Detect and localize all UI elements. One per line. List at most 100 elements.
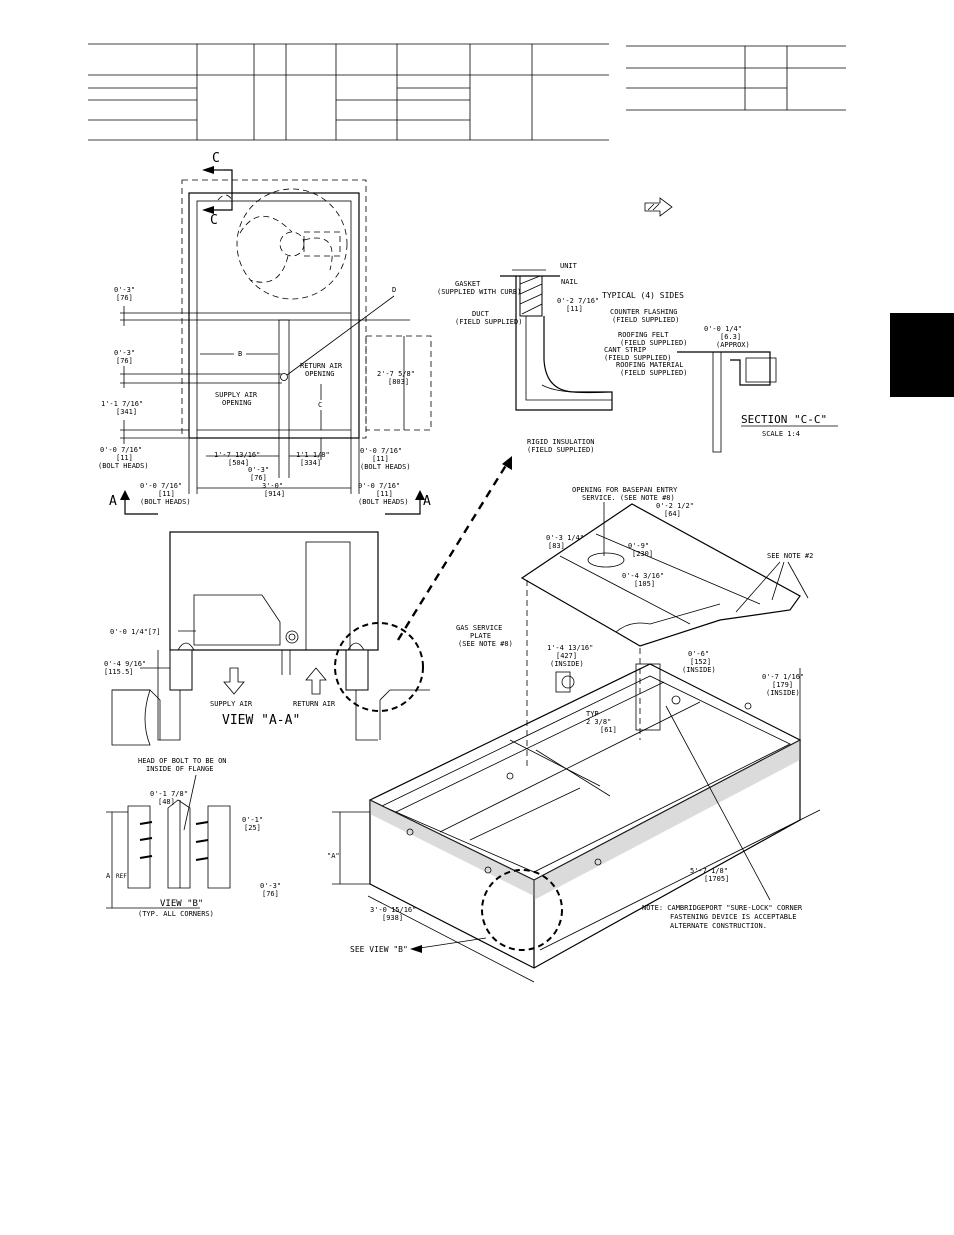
dim-0-3-b: 0'-3": [114, 349, 135, 357]
dim-179: [179]: [772, 681, 793, 689]
dim-0-4-3-16: 0'-4 3/16": [622, 572, 664, 580]
dim-3-0: 3'-0": [262, 482, 283, 490]
approx-label: (APPROX): [716, 341, 750, 349]
dim-0-0-1-4-b: 0'-0 1/4": [704, 325, 742, 333]
dim-115-5: [115.5]: [104, 668, 134, 676]
section-c-label-top: C: [212, 151, 220, 166]
dim-76-d: [76]: [262, 890, 279, 898]
counter-flashing-label-1: COUNTER FLASHING: [610, 308, 677, 316]
section-cc-detail: 0'-0 1/4" [6.3] (APPROX) SECTION "C-C" S…: [644, 197, 838, 453]
opening-basepan-1: OPENING FOR BASEPAN ENTRY: [572, 486, 678, 494]
dim-0-4-9-16: 0'-4 9/16": [104, 660, 146, 668]
dim-0-7-1-16: 0'-7 1/16": [762, 673, 804, 681]
dim-914: [914]: [264, 490, 285, 498]
bolt-heads-right-2: (BOLT HEADS): [358, 498, 409, 506]
roofing-felt-label-1: ROOFING FELT: [618, 331, 669, 339]
opening-basepan-2: SERVICE. (SEE NOTE #8): [582, 494, 675, 502]
see-note-2: SEE NOTE #2: [767, 552, 813, 560]
dim-0-0-1-4-7: 0'-0 1/4"[7]: [110, 628, 161, 636]
dim-5-7-1-8: 5'-7 1/8": [690, 867, 728, 875]
dim-76-b: [76]: [116, 357, 133, 365]
dim-83: [83]: [548, 542, 565, 550]
dim-1-7-13-16: 1'-7 13/16": [214, 451, 260, 459]
dim-334: [334]: [300, 459, 321, 467]
dim-11-a: [11]: [116, 454, 133, 462]
cant-strip-label-2: (FIELD SUPPLIED): [604, 354, 671, 362]
rigid-insulation-label-1: RIGID INSULATION: [527, 438, 594, 446]
supply-air-opening-line1: SUPPLY AIR: [215, 391, 258, 399]
inside-label-3: (INSIDE): [766, 689, 800, 697]
see-view-b-label: SEE VIEW "B": [350, 945, 408, 954]
return-air-opening-line1: RETURN AIR: [300, 362, 343, 370]
dim-1705: [1705]: [704, 875, 729, 883]
section-cc-scale: SCALE 1:4: [762, 430, 800, 438]
dim-938: [938]: [382, 914, 403, 922]
cant-strip-label-1: CANT STRIP: [604, 346, 646, 354]
dim-0-0-7-16-b: 0'-0 7/16": [360, 447, 402, 455]
dim-25: [25]: [244, 824, 261, 832]
dim-6-3: [6.3]: [720, 333, 741, 341]
curb-nail-label: NAIL: [561, 278, 578, 286]
dim-427: [427]: [556, 652, 577, 660]
inside-label-1: (INSIDE): [550, 660, 584, 668]
curb-unit-label: UNIT: [560, 262, 578, 270]
head-of-bolt-line1: HEAD OF BOLT TO BE ON: [138, 757, 227, 765]
rigid-insulation-label-2: (FIELD SUPPLIED): [527, 446, 594, 454]
curb-detail: UNIT NAIL GASKET (SUPPLIED WITH CURB) TY…: [437, 262, 687, 454]
bolt-heads-left-1: (BOLT HEADS): [98, 462, 149, 470]
gas-service-3: (SEE NOTE #8): [458, 640, 513, 648]
dim-11-b: [11]: [372, 455, 389, 463]
dim-0-3-c: 0'-3": [248, 466, 269, 474]
note-line1: NOTE: CAMBRIDGEPORT "SURE-LOCK" CORNER: [642, 904, 803, 912]
dim-230: [230]: [632, 550, 653, 558]
roofing-material-label-1: ROOFING MATERIAL: [616, 361, 683, 369]
label-d: D: [392, 286, 396, 294]
dim-1-1-7-16: 1'-1 7/16": [101, 400, 143, 408]
duct-label-2: (FIELD SUPPLIED): [455, 318, 522, 326]
dim-0-0-7-16-c: 0'-0 7/16": [140, 482, 182, 490]
gasket-label-1: GASKET: [455, 280, 481, 288]
section-tab: [890, 313, 954, 397]
typical-sides-label: TYPICAL (4) SIDES: [602, 291, 684, 300]
supply-air-label: SUPPLY AIR: [210, 700, 253, 708]
dim-105: [105]: [634, 580, 655, 588]
dim-11-c: [11]: [158, 490, 175, 498]
dim-48: [48]: [158, 798, 175, 806]
view-b-subtitle: (TYP. ALL CORNERS): [138, 910, 214, 918]
dim-11-e: [11]: [566, 305, 583, 313]
dim-0-1: 0'-1": [242, 816, 263, 824]
inside-label-2: (INSIDE): [682, 666, 716, 674]
bolt-heads-right-1: (BOLT HEADS): [360, 463, 411, 471]
dim-76-c: [76]: [250, 474, 267, 482]
dim-0-3-1-4: 0'-3 1/4": [546, 534, 584, 542]
dim-61: [61]: [600, 726, 617, 734]
dim-0-6: 0'-6": [688, 650, 709, 658]
view-aa: SUPPLY AIR RETURN AIR VIEW "A-A" 0'-0 1/…: [104, 531, 430, 746]
gasket-label-2: (SUPPLIED WITH CURB): [437, 288, 521, 296]
note-line3: ALTERNATE CONSTRUCTION.: [670, 922, 767, 930]
dim-1-1-1-8: 1'1 1/8": [296, 451, 330, 459]
view-aa-title: VIEW "A-A": [222, 713, 300, 728]
dim-0-0-7-16-a: 0'-0 7/16": [100, 446, 142, 454]
note-line2: FASTENING DEVICE IS ACCEPTABLE: [670, 913, 796, 921]
top-view: C C D RETURN AIR OPENING SUPPLY AIR OPEN…: [98, 151, 432, 515]
view-a-label-right: A: [423, 494, 431, 509]
iso-curb: "A" 5'-7 1/8" [1705] 3'-0 15/16" [938] O…: [327, 486, 821, 983]
roofing-material-label-2: (FIELD SUPPLIED): [620, 369, 687, 377]
dim-0-3-d: 0'-3": [260, 882, 281, 890]
dim-341: [341]: [116, 408, 137, 416]
dim-64: [64]: [664, 510, 681, 518]
view-b-title: VIEW "B": [160, 899, 203, 909]
dim-0-9: 0'-9": [628, 542, 649, 550]
typ-label: TYP: [586, 710, 599, 718]
gas-service-2: PLATE: [470, 632, 491, 640]
label-b: B: [238, 350, 242, 358]
dim-0-0-7-16-d: 0'-0 7/16": [358, 482, 400, 490]
return-air-opening-line2: OPENING: [305, 370, 335, 378]
iso-a-label: "A": [327, 852, 340, 860]
dim-3-0-15-16: 3'-0 15/16": [370, 906, 416, 914]
return-air-label: RETURN AIR: [293, 700, 336, 708]
view-b-ref: REF: [116, 873, 127, 880]
dim-152: [152]: [690, 658, 711, 666]
dim-0-1-7-8: 0'-1 7/8": [150, 790, 188, 798]
